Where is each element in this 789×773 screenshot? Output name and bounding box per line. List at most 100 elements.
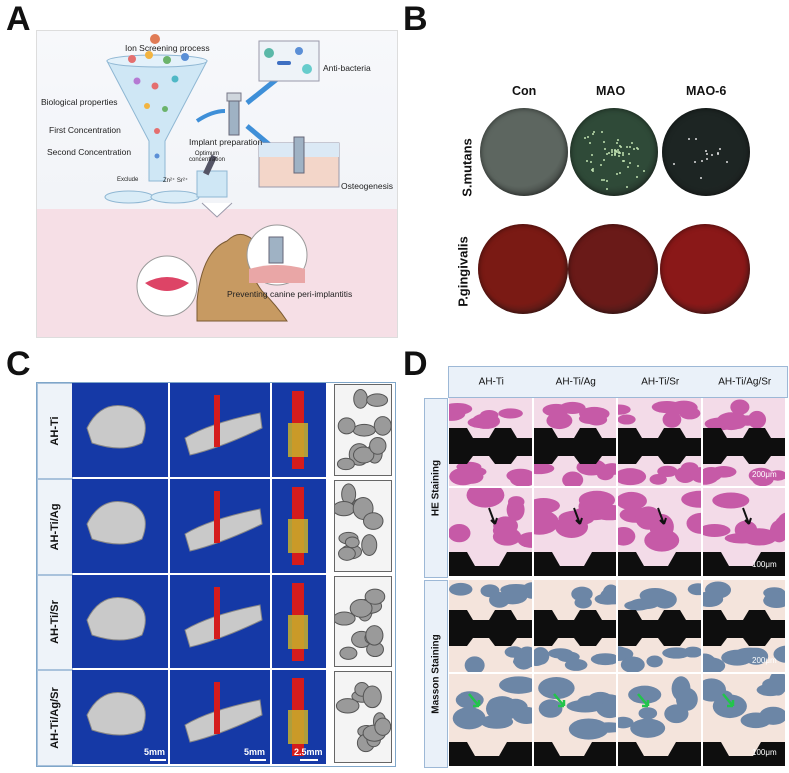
c-microct-cell [72, 479, 168, 573]
dish-pgingivalis-mao6 [660, 224, 750, 314]
colony-dot [622, 154, 624, 156]
colony-dot [726, 161, 728, 163]
dish-pgingivalis-con [478, 224, 568, 314]
d-histology-image [534, 580, 617, 672]
colony-dot [604, 148, 606, 150]
colony-dot [592, 133, 594, 135]
colony-dot [626, 146, 628, 148]
d-histology-drawing [449, 398, 532, 486]
label-biological-properties: Biological properties [41, 97, 118, 107]
c-scale-bar [150, 759, 166, 761]
colony-dot [705, 150, 707, 152]
c-scale-bar [250, 759, 266, 761]
d-histology-drawing [618, 398, 701, 486]
d-scale-label: 200μm [752, 656, 777, 665]
colony-dot [637, 165, 639, 167]
d-histology-drawing [449, 488, 532, 576]
d-histology-drawing [618, 488, 701, 576]
colony-dot [694, 161, 696, 163]
c-row-label-text: AH-Ti/Ag [49, 503, 61, 550]
d-histology-drawing [534, 398, 617, 486]
label-first-concentration: First Concentration [49, 125, 121, 135]
d-column-header: AH-TiAH-Ti/AgAH-Ti/SrAH-Ti/Ag/Sr [448, 366, 788, 398]
d-row-label-text: HE Staining [431, 460, 442, 516]
c-row-label-text: AH-Ti/Sr [49, 600, 61, 644]
c-bone-render [170, 575, 270, 669]
colony-dot [611, 154, 613, 156]
colony-dot [626, 186, 628, 188]
d-column-label: AH-Ti/Ag/Sr [718, 377, 771, 388]
col-label-mao6: MAO-6 [686, 84, 726, 98]
colony-dot [636, 176, 638, 178]
colony-dot [628, 153, 630, 155]
colony-dot [606, 188, 608, 190]
colony-dot [629, 146, 631, 148]
d-histology-image [618, 580, 701, 672]
d-row-label: HE Staining [424, 398, 448, 578]
c-bone-render [72, 575, 168, 669]
colony-dot [617, 149, 619, 151]
colony-dot [611, 149, 613, 151]
c-bone-render [170, 479, 270, 573]
c-microct-cell [170, 383, 270, 477]
c-scale-label: 2.5mm [294, 747, 323, 757]
c-microct-cell [72, 383, 168, 477]
row-label-smutans: S.mutans [460, 133, 475, 203]
d-scale-label: 100μm [752, 748, 777, 757]
d-histology-drawing [618, 674, 701, 766]
col-label-mao: MAO [596, 84, 625, 98]
colony-dot [618, 155, 620, 157]
c-zoom-render [334, 576, 392, 668]
d-histology-image [449, 488, 532, 576]
colony-dot [586, 160, 588, 162]
colony-dot [611, 151, 613, 153]
c-bone-render [72, 479, 168, 573]
c-row-label: AH-Ti [37, 383, 73, 479]
label-second-concentration: Second Concentration [47, 147, 131, 157]
row-label-pgingivalis: P.gingivalis [456, 227, 471, 317]
colony-dot [601, 131, 603, 133]
colony-dot [591, 169, 593, 171]
colony-dot [629, 162, 631, 164]
c-microct-cell [272, 383, 326, 477]
colony-dot [614, 150, 616, 152]
d-histology-image [449, 398, 532, 486]
colony-dot [587, 136, 589, 138]
d-histology-drawing [449, 580, 532, 672]
c-zoom-bone [335, 672, 391, 762]
d-histology-image [534, 488, 617, 576]
label-preventing-periimplantitis: Preventing canine peri-implantitis [227, 289, 352, 299]
dish-smutans-mao [570, 108, 658, 196]
colony-dot [673, 163, 675, 165]
panel-b-dishes: Con MAO MAO-6 S.mutans P.gingivalis [410, 30, 775, 310]
d-histology-image [534, 398, 617, 486]
c-zoom-bone [335, 577, 391, 667]
colony-dot [643, 170, 645, 172]
colony-dot [616, 173, 618, 175]
dish-smutans-mao6 [662, 108, 750, 196]
panel-letter-a: A [6, 2, 31, 36]
d-row-label: Masson Staining [424, 580, 448, 768]
label-implant-preparation: Implant preparation [189, 137, 262, 147]
panel-a-schematic: Ion Screening process Biological propert… [36, 30, 398, 338]
c-microct-cell [170, 479, 270, 573]
c-row-label: AH-Ti/Ag/Sr [37, 670, 73, 766]
col-label-con: Con [512, 84, 536, 98]
colony-dot [593, 131, 595, 133]
colony-dot [591, 154, 593, 156]
colony-dot [584, 137, 586, 139]
colony-dot [620, 146, 622, 148]
d-histology-drawing [534, 580, 617, 672]
c-bone-render [272, 383, 326, 477]
dish-smutans-con [480, 108, 568, 196]
d-histology-image [449, 580, 532, 672]
colony-dot [616, 142, 618, 144]
d-scale-label: 100μm [752, 560, 777, 569]
c-bone-render [272, 575, 326, 669]
c-row-label: AH-Ti/Sr [37, 575, 73, 671]
c-scale-label: 5mm [244, 747, 265, 757]
colony-dot [711, 154, 713, 156]
colony-dot [719, 148, 721, 150]
c-zoom-render [334, 384, 392, 476]
d-histology-drawing [534, 488, 617, 576]
